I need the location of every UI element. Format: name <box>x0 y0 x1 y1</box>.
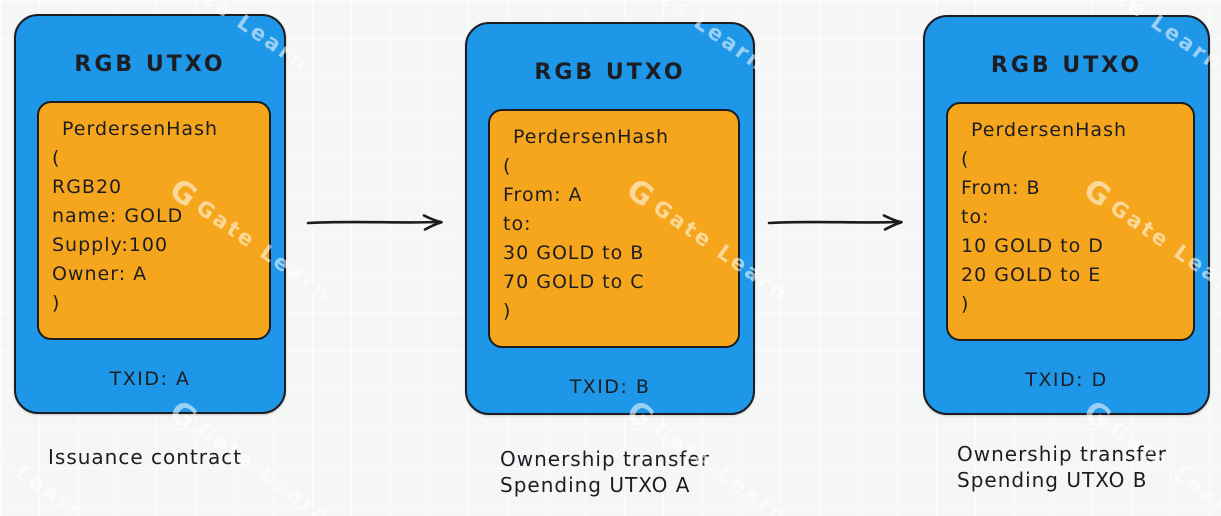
card-title: RGB UTXO <box>534 60 686 85</box>
caption-line: Spending UTXO A <box>500 473 691 497</box>
arrow-head-icon <box>422 214 443 231</box>
caption-line: Issuance contract <box>48 445 243 469</box>
hash-line: PerdersenHash <box>62 118 219 140</box>
txid-label: TXID: A <box>109 368 191 390</box>
arrow-card2-to-card3 <box>767 214 903 231</box>
utxo-card-transfer-a: RGB UTXO PerdersenHash ( From: A to: 30 … <box>465 22 755 415</box>
pedersen-hash-box: PerdersenHash ( From: B to: 10 GOLD to D… <box>946 102 1195 341</box>
hash-line: 20 GOLD to E <box>961 264 1102 286</box>
arrow-head-icon <box>882 214 903 231</box>
txid-label: TXID: D <box>1025 369 1108 391</box>
hash-line: RGB20 <box>52 176 123 198</box>
hash-line: ) <box>52 292 61 314</box>
hash-line: 10 GOLD to D <box>961 235 1104 257</box>
caption-transfer-a: Ownership transfer Spending UTXO A <box>500 446 710 498</box>
card-title: RGB UTXO <box>74 52 226 77</box>
caption-line: Ownership transfer <box>957 442 1167 466</box>
hash-line: ) <box>961 293 970 315</box>
hash-line: name: GOLD <box>52 205 184 227</box>
hash-line: ( <box>961 148 970 170</box>
hash-line: to: <box>503 213 532 235</box>
caption-line: Ownership transfer <box>500 447 710 471</box>
pedersen-hash-box: PerdersenHash ( RGB20 name: GOLD Supply:… <box>37 101 271 340</box>
hash-line: Supply:100 <box>52 234 169 256</box>
arrow-shaft <box>767 220 900 225</box>
hash-line: From: B <box>961 177 1041 199</box>
hash-line: PerdersenHash <box>513 126 670 148</box>
hash-line: 30 GOLD to B <box>503 242 645 264</box>
caption-issuance: Issuance contract <box>48 444 242 470</box>
caption-line: Spending UTXO B <box>957 468 1148 492</box>
hash-line: 70 GOLD to C <box>503 271 645 293</box>
hash-line: From: A <box>503 184 583 206</box>
hash-line: to: <box>961 206 990 228</box>
utxo-card-issuance: RGB UTXO PerdersenHash ( RGB20 name: GOL… <box>14 14 286 414</box>
hash-line: Owner: A <box>52 263 148 285</box>
utxo-card-transfer-b: RGB UTXO PerdersenHash ( From: B to: 10 … <box>923 15 1210 415</box>
card-title: RGB UTXO <box>990 53 1143 78</box>
hash-line: ( <box>52 147 61 169</box>
pedersen-hash-box: PerdersenHash ( From: A to: 30 GOLD to B… <box>488 109 740 348</box>
caption-transfer-b: Ownership transfer Spending UTXO B <box>957 441 1167 493</box>
arrow-card1-to-card2 <box>306 214 443 231</box>
txid-label: TXID: B <box>569 376 651 398</box>
arrow-shaft <box>306 220 440 225</box>
hash-line: ( <box>503 155 512 177</box>
hash-line: PerdersenHash <box>971 119 1128 141</box>
hash-line: ) <box>503 300 512 322</box>
